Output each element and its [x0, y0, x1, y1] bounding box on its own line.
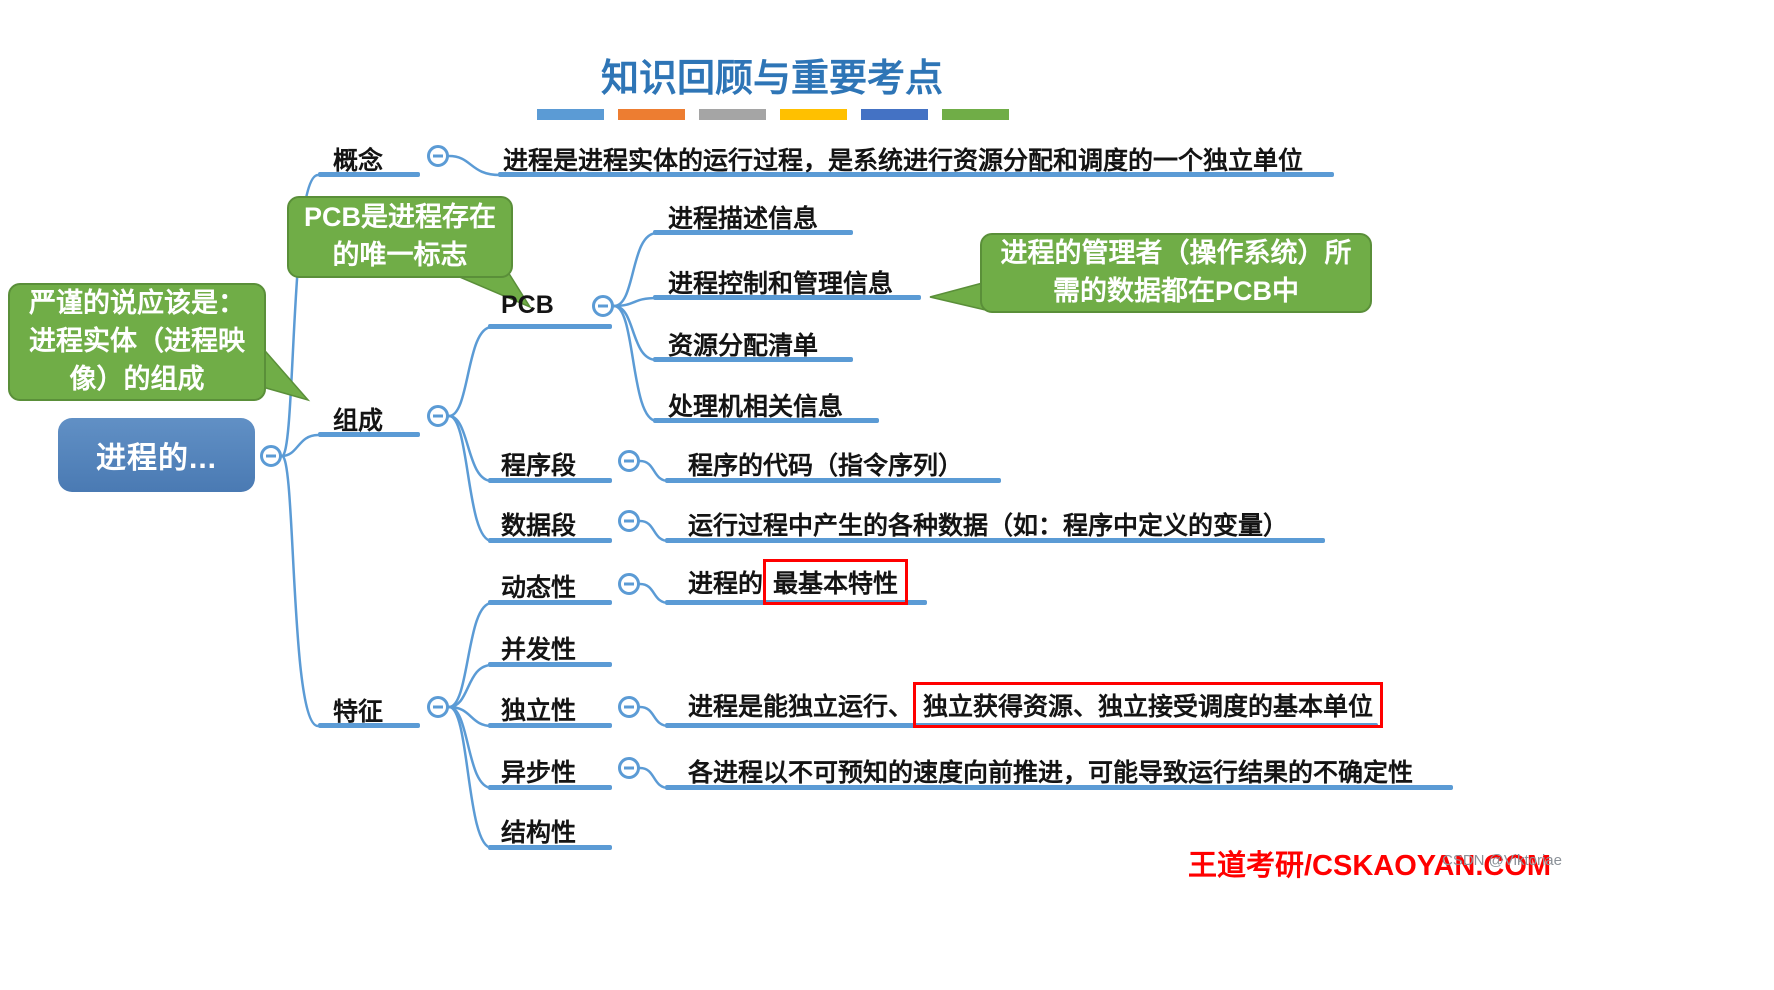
underline — [665, 478, 1001, 483]
root-node-label: 进程的... — [95, 442, 217, 475]
node-program-segment-text: 程序的代码（指令序列） — [688, 452, 964, 480]
collapse-icon-concept[interactable] — [427, 145, 449, 167]
divider-bar-5 — [861, 109, 928, 120]
underline — [488, 600, 612, 605]
dynamic-text-prefix: 进程的 — [688, 570, 764, 598]
node-pcb-child-text: 进程控制和管理信息 — [668, 270, 894, 298]
divider-bar-4 — [780, 109, 847, 120]
node-pcb-child-text: 资源分配清单 — [668, 332, 819, 360]
underline — [488, 662, 612, 667]
collapse-icon-pcb[interactable] — [592, 295, 614, 317]
underline — [653, 230, 853, 235]
callout-pcb-unique-flag: PCB是进程存在的唯一标志 — [287, 196, 513, 278]
collapse-icon-program-segment[interactable] — [618, 450, 640, 472]
brand-text: 王道考研/CSKAOYAN.COM — [1188, 850, 1552, 882]
collapse-icon-features[interactable] — [427, 696, 449, 718]
node-asynchronous-label: 异步性 — [501, 759, 577, 787]
node-data-segment-label: 数据段 — [501, 512, 577, 540]
node-dynamic-text: 进程的 最基本特性 — [688, 559, 909, 605]
node-asynchronous-text: 各进程以不可预知的速度向前推进，可能导致运行结果的不确定性 — [688, 759, 1414, 787]
underline — [318, 723, 420, 728]
underline — [488, 723, 612, 728]
node-pcb-child-text: 处理机相关信息 — [668, 393, 844, 421]
collapse-icon-data-segment[interactable] — [618, 510, 640, 532]
collapse-icon-independent[interactable] — [618, 696, 640, 718]
watermark-text: CSDN @Viktoriae — [1442, 852, 1562, 869]
underline — [653, 295, 921, 300]
underline — [318, 172, 420, 177]
node-dynamic-label: 动态性 — [501, 574, 577, 602]
independent-text-prefix: 进程是能独立运行、 — [688, 693, 914, 721]
node-pcb-child-text: 进程描述信息 — [668, 205, 819, 233]
node-concurrent-label: 并发性 — [501, 636, 577, 664]
underline — [665, 785, 1453, 790]
node-composition-label: 组成 — [333, 407, 384, 435]
callout-strict-note: 严谨的说应该是：进程实体（进程映像）的组成 — [8, 283, 266, 401]
callout-pcb-manager: 进程的管理者（操作系统）所需的数据都在PCB中 — [980, 233, 1372, 313]
divider-bar-2 — [618, 109, 685, 120]
underline — [488, 785, 612, 790]
divider-bar-1 — [537, 109, 604, 120]
underline — [488, 324, 612, 329]
node-program-segment-label: 程序段 — [501, 452, 577, 480]
underline — [498, 172, 1334, 177]
collapse-icon-asynchronous[interactable] — [618, 757, 640, 779]
underline — [665, 538, 1325, 543]
divider-bar-6 — [942, 109, 1009, 120]
root-node-process[interactable]: 进程的... — [58, 418, 255, 492]
collapse-icon-composition[interactable] — [427, 405, 449, 427]
collapse-icon-root[interactable] — [260, 445, 282, 467]
node-independent-label: 独立性 — [501, 697, 577, 725]
node-concept-label: 概念 — [333, 147, 384, 175]
node-independent-text: 进程是能独立运行、 独立获得资源、独立接受调度的基本单位 — [688, 682, 1384, 728]
underline — [318, 432, 420, 437]
page-title: 知识回顾与重要考点 — [600, 58, 944, 100]
node-features-label: 特征 — [333, 698, 384, 726]
underline — [653, 418, 879, 423]
node-data-segment-text: 运行过程中产生的各种数据（如：程序中定义的变量） — [688, 512, 1289, 540]
underline — [653, 357, 853, 362]
underline — [488, 845, 612, 850]
underline — [488, 538, 612, 543]
divider-bar-3 — [699, 109, 766, 120]
node-pcb-label: PCB — [501, 291, 554, 319]
independent-text-highlight: 独立获得资源、独立接受调度的基本单位 — [913, 682, 1384, 728]
node-concept-text: 进程是进程实体的运行过程，是系统进行资源分配和调度的一个独立单位 — [503, 147, 1304, 175]
underline — [488, 478, 612, 483]
dynamic-text-highlight: 最基本特性 — [763, 559, 909, 605]
node-structural-label: 结构性 — [501, 819, 577, 847]
collapse-icon-dynamic[interactable] — [618, 573, 640, 595]
